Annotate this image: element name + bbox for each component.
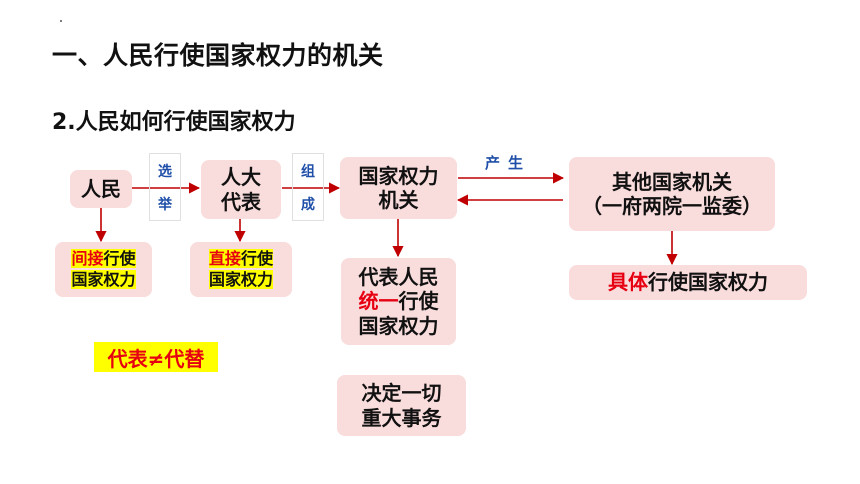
- slide-dot: [60, 20, 62, 22]
- node-organ-line2: 机关: [378, 188, 419, 212]
- indirect-line2-text: 国家权力: [71, 269, 136, 289]
- node-unified-line3: 国家权力: [358, 313, 439, 338]
- node-npc-deputies: 人大 代表: [201, 160, 281, 219]
- node-npc-line1: 人大: [221, 165, 261, 190]
- node-state-power-organ: 国家权力 机关: [340, 157, 457, 219]
- node-concrete-exercise: 具体行使国家权力: [569, 265, 807, 300]
- direct-line2-text: 国家权力: [208, 269, 273, 289]
- node-decide-line1: 决定一切: [361, 381, 442, 406]
- node-direct-exercise: 直接行使 国家权力: [190, 242, 292, 297]
- elect-label-char-2: 举: [158, 196, 172, 213]
- node-indirect-line1: 间接行使: [71, 248, 136, 270]
- node-other-line2: （一府两院一监委）: [582, 194, 762, 218]
- node-unified-exercise: 代表人民 统一行使 国家权力: [341, 258, 456, 345]
- produce-label: 产生: [485, 154, 532, 172]
- node-decide-major-affairs: 决定一切 重大事务: [337, 375, 466, 436]
- compose-label: 组 成: [292, 153, 324, 221]
- node-people-text: 人民: [81, 176, 121, 201]
- node-other-line1: 其他国家机关: [612, 169, 732, 194]
- compose-label-char-1: 组: [301, 163, 315, 180]
- node-concrete-text: 具体行使国家权力: [608, 270, 768, 294]
- note-represent-not-replace: 代表≠代替: [94, 342, 218, 372]
- unified-rest: 行使: [398, 289, 439, 314]
- indirect-rest: 行使: [103, 248, 136, 268]
- node-direct-line1: 直接行使: [208, 248, 274, 270]
- node-unified-line1: 代表人民: [358, 264, 439, 289]
- slide-subtitle: 2.人民如何行使国家权力: [52, 110, 296, 135]
- node-indirect-line2: 国家权力: [71, 269, 136, 291]
- indirect-highlight: 间接: [71, 248, 104, 268]
- elect-label-char-1: 选: [158, 163, 172, 180]
- elect-label: 选 举: [149, 153, 181, 221]
- unified-highlight: 统一: [358, 289, 399, 314]
- concrete-highlight: 具体: [608, 270, 648, 295]
- node-people: 人民: [70, 170, 132, 208]
- node-npc-line2: 代表: [221, 189, 261, 214]
- node-decide-line2: 重大事务: [361, 405, 442, 430]
- direct-rest: 行使: [241, 248, 274, 268]
- node-direct-line2: 国家权力: [208, 269, 273, 291]
- node-other-state-organs: 其他国家机关 （一府两院一监委）: [569, 157, 775, 231]
- concrete-rest: 行使国家权力: [648, 270, 768, 295]
- compose-label-char-2: 成: [301, 196, 315, 213]
- slide-title: 一、人民行使国家权力的机关: [52, 41, 384, 70]
- node-organ-line1: 国家权力: [358, 163, 439, 188]
- node-unified-line2: 统一行使: [359, 289, 439, 313]
- node-indirect-exercise: 间接行使 国家权力: [55, 242, 152, 297]
- direct-highlight: 直接: [208, 248, 241, 268]
